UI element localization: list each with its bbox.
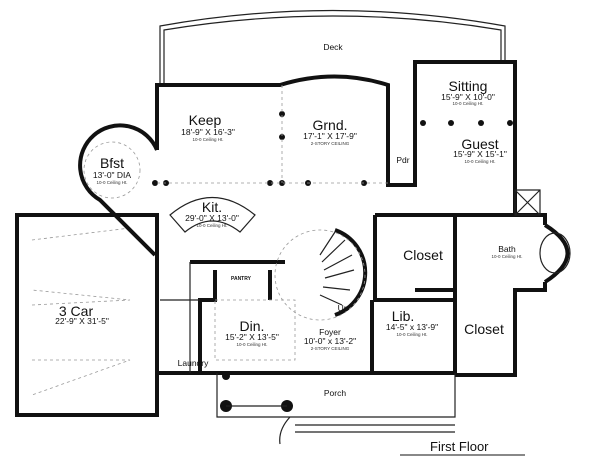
guest-label: Guest — [461, 136, 498, 152]
garage-dims: 22'-9" X 31'-5" — [55, 316, 109, 326]
bfst-ceiling: 10-0 Ceiling Ht. — [96, 180, 127, 185]
laundry-label: Laundry — [178, 358, 209, 368]
bfst-label: Bfst — [100, 155, 124, 171]
lib-ceiling: 10-0 Ceiling Ht. — [396, 332, 427, 337]
din-ceiling: 10-0 Ceiling Ht. — [236, 342, 267, 347]
guest-ceiling: 10-0 Ceiling Ht. — [464, 159, 495, 164]
porch-label: Porch — [324, 388, 346, 398]
bath-label: Bath — [498, 244, 516, 254]
kitchen-island — [169, 197, 256, 233]
closet2-label: Closet — [464, 321, 504, 337]
deck-outline — [159, 9, 506, 85]
grnd-dims: 17'-1" X 17'-9" — [303, 131, 357, 141]
spiral-stair — [334, 228, 368, 317]
deck-label: Deck — [323, 42, 343, 52]
grnd-label: Grnd. — [312, 117, 347, 133]
garage-label: 3 Car — [59, 303, 94, 319]
grnd-ceiling: 2-STORY CEILING — [311, 141, 350, 146]
bfst-dims: 13'-0" DIA — [93, 170, 132, 180]
foyer-dims: 10'-0" x 13'-2" — [304, 336, 356, 346]
sitting-ceiling: 10-0 Ceiling Ht. — [452, 101, 483, 106]
porch-outline — [216, 373, 456, 445]
lib-label: Lib. — [392, 308, 415, 324]
kit-dims: 29'-0" X 13'-0" — [185, 213, 239, 223]
floor-title: First Floor — [430, 439, 489, 454]
closet-label: Closet — [403, 247, 443, 263]
guest-dims: 15'-9" X 15'-1" — [453, 149, 507, 159]
bath-ceiling: 10-0 Ceiling Ht. — [491, 254, 522, 259]
keep-dims: 18'-9" X 16'-3" — [181, 127, 235, 137]
keep-ceiling: 10-0 Ceiling Ht. — [192, 137, 223, 142]
pdr-label: Pdr — [396, 155, 409, 165]
interior-walls — [190, 213, 515, 373]
sitting-label: Sitting — [449, 78, 488, 94]
pantry-label: PANTRY — [231, 276, 252, 282]
keep-label: Keep — [189, 112, 222, 128]
garage-walls — [15, 213, 159, 417]
din-dims: 15'-2" X 13'-5" — [225, 332, 279, 342]
exterior-walls — [155, 60, 547, 377]
columns — [152, 111, 513, 412]
kit-label: Kit. — [202, 199, 222, 215]
bfst-bay — [78, 123, 159, 257]
foyer-ceiling: 2-STORY CEILING — [311, 346, 350, 351]
foyer-label: Foyer — [319, 327, 341, 337]
din-label: Din. — [240, 318, 265, 334]
stair-up-label: Up — [338, 303, 349, 313]
lib-dims: 14'-5" x 13'-9" — [386, 322, 438, 332]
kit-ceiling: 10-0 Ceiling Ht. — [196, 223, 227, 228]
sitting-dims: 15'-9" X 10'-0" — [441, 92, 495, 102]
